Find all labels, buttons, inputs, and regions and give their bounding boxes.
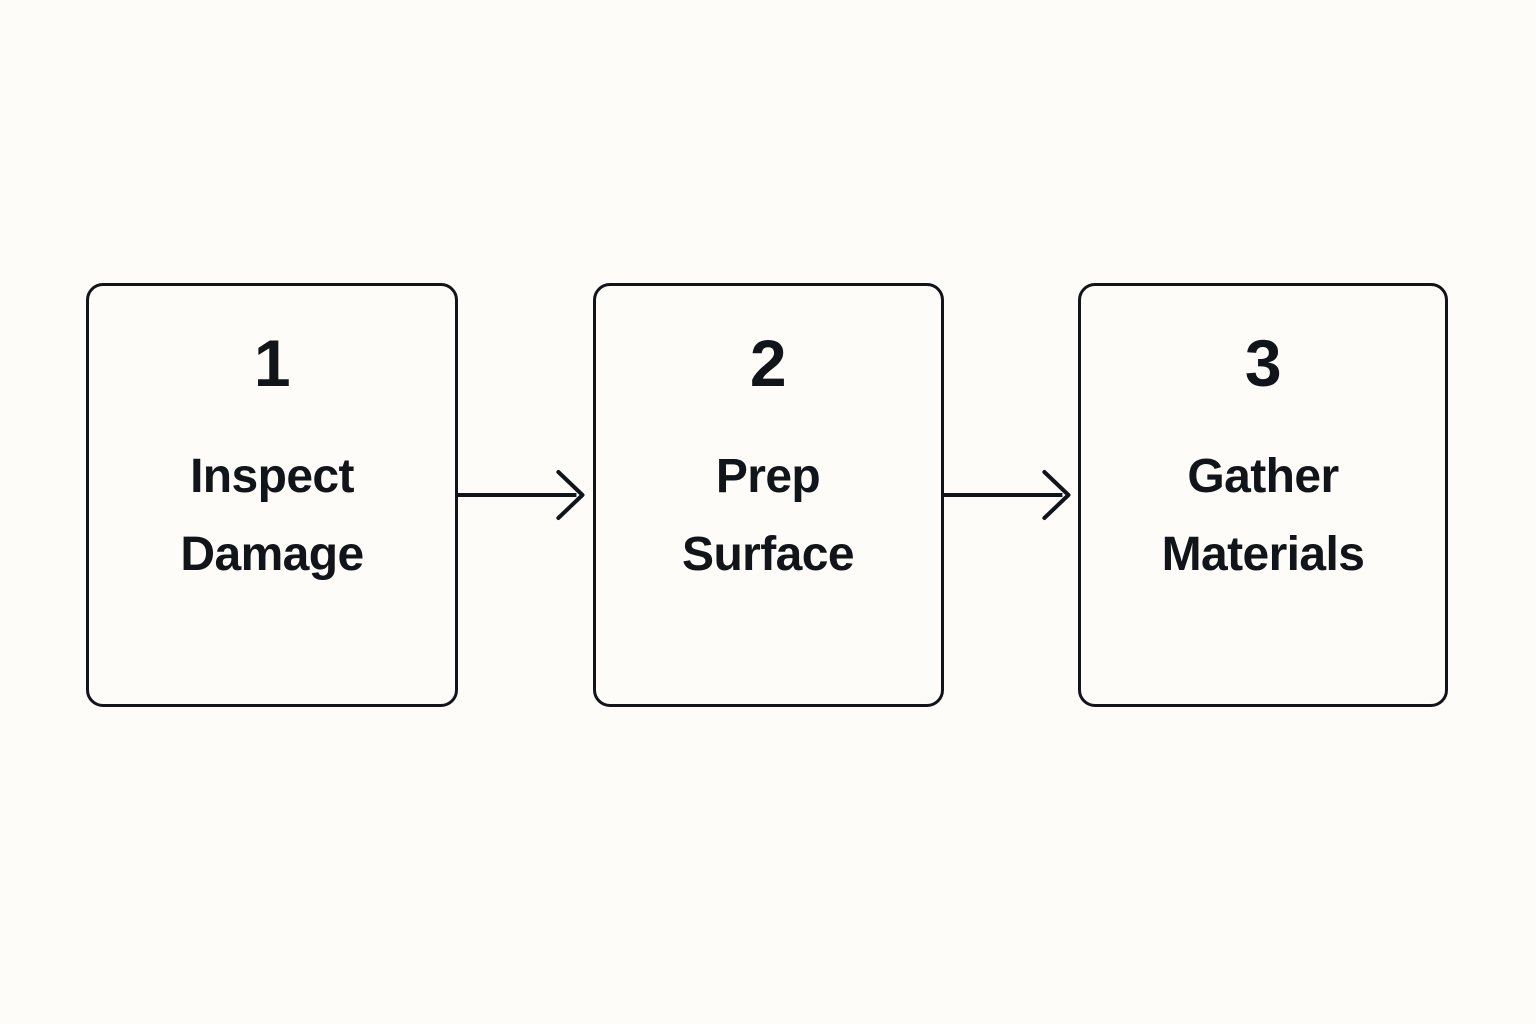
step-label-1: Inspect Damage [180,450,364,581]
connector-1-to-2 [458,465,593,525]
step-label-2: Prep Surface [682,450,854,581]
step-box-2[interactable]: 2 Prep Surface [592,283,944,707]
step-number-3: 3 [1244,326,1282,400]
arrow-right-icon [944,465,1079,525]
arrow-right-icon [458,465,593,525]
process-flow: 1 Inspect Damage 2 Prep Surface 3 Gather… [86,283,1448,707]
step-box-1[interactable]: 1 Inspect Damage [86,283,458,707]
step-number-1: 1 [253,326,291,400]
step-box-3[interactable]: 3 Gather Materials [1078,283,1448,707]
step-label-3: Gather Materials [1161,450,1365,581]
step-number-2: 2 [749,326,787,400]
connector-2-to-3 [944,465,1079,525]
